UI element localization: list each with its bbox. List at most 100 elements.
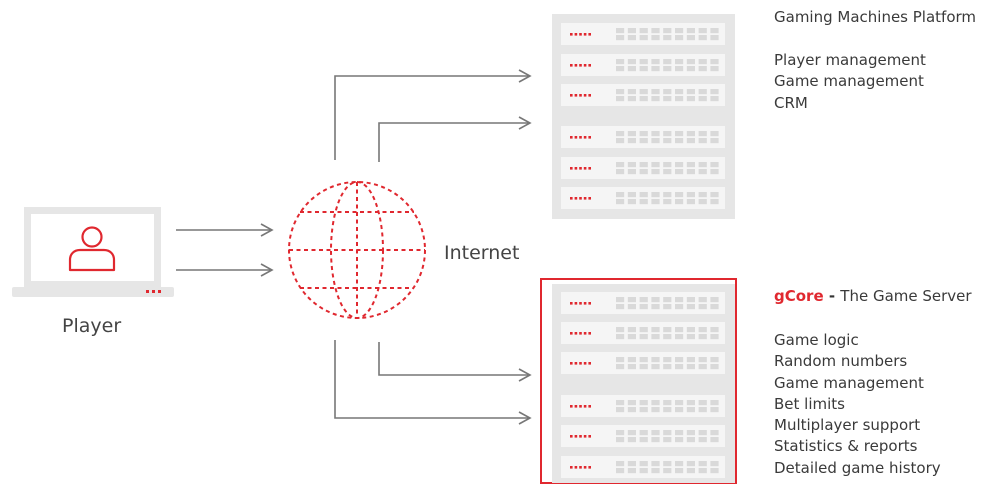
indicator-light bbox=[583, 466, 587, 469]
vent-slot bbox=[651, 169, 660, 175]
indicator-light bbox=[583, 64, 587, 67]
vent-slot bbox=[627, 400, 636, 406]
indicator-light bbox=[574, 466, 578, 469]
vent-slot bbox=[710, 357, 719, 363]
vent-slot bbox=[627, 304, 636, 310]
vent-slot bbox=[616, 400, 625, 406]
vent-slot bbox=[651, 162, 660, 168]
indicator-light bbox=[588, 33, 591, 36]
vent-slot bbox=[627, 28, 636, 34]
vent-slot bbox=[710, 131, 719, 137]
vent-slot bbox=[675, 66, 684, 72]
vent-slot bbox=[651, 304, 660, 310]
vent-slot bbox=[627, 437, 636, 443]
indicator-light bbox=[588, 64, 591, 67]
vent-slot bbox=[675, 59, 684, 65]
indicator-light bbox=[583, 302, 587, 305]
vent-slot bbox=[663, 468, 672, 474]
vent-slot bbox=[698, 400, 707, 406]
vent-slot bbox=[686, 468, 695, 474]
vent-slot bbox=[698, 407, 707, 413]
vent-slot bbox=[663, 66, 672, 72]
vent-slot bbox=[686, 162, 695, 168]
gcore-subtitle: The Game Server bbox=[840, 287, 972, 305]
vent-slot bbox=[675, 192, 684, 198]
indicator-light bbox=[570, 302, 573, 305]
vent-slot bbox=[616, 407, 625, 413]
vent-slot bbox=[663, 131, 672, 137]
vent-slot bbox=[710, 468, 719, 474]
vent-slot bbox=[627, 131, 636, 137]
vent-slot bbox=[675, 334, 684, 340]
vent-slot bbox=[710, 59, 719, 65]
vent-slot bbox=[616, 35, 625, 41]
indicator-light bbox=[579, 197, 582, 200]
indicator-light bbox=[588, 167, 591, 170]
indicator-light bbox=[570, 405, 573, 408]
gcore-server-unit bbox=[561, 292, 725, 314]
vent-slot bbox=[686, 192, 695, 198]
vent-slot bbox=[686, 304, 695, 310]
vent-slot bbox=[710, 364, 719, 370]
indicator-light bbox=[579, 466, 582, 469]
indicator-light bbox=[588, 94, 591, 97]
indicator-light bbox=[570, 136, 573, 139]
vent-slot bbox=[616, 169, 625, 175]
vent-slot bbox=[639, 437, 648, 443]
vent-slot bbox=[616, 162, 625, 168]
vent-slot bbox=[616, 430, 625, 436]
vent-slot bbox=[698, 66, 707, 72]
indicator-light bbox=[579, 362, 582, 365]
vent-slot bbox=[675, 327, 684, 333]
vent-slot bbox=[710, 327, 719, 333]
vent-slot bbox=[698, 59, 707, 65]
gcore-title-separator: - bbox=[823, 287, 841, 305]
vent-slot bbox=[639, 96, 648, 102]
vent-slot bbox=[639, 461, 648, 467]
vent-slot bbox=[651, 430, 660, 436]
vent-slot bbox=[710, 169, 719, 175]
vent-slot bbox=[675, 430, 684, 436]
vent-slot bbox=[627, 297, 636, 303]
vent-slot bbox=[651, 357, 660, 363]
vent-slot bbox=[698, 364, 707, 370]
vent-slot bbox=[651, 297, 660, 303]
vent-slot bbox=[710, 28, 719, 34]
vent-slot bbox=[616, 437, 625, 443]
indicator-light bbox=[570, 332, 573, 335]
vent-slot bbox=[663, 192, 672, 198]
vent-slot bbox=[627, 327, 636, 333]
vent-slot bbox=[710, 35, 719, 41]
laptop-indicator-dots bbox=[146, 290, 161, 293]
vent-slot bbox=[651, 89, 660, 95]
indicator-light bbox=[579, 332, 582, 335]
vent-slot bbox=[698, 192, 707, 198]
vent-slot bbox=[675, 131, 684, 137]
vent-slot bbox=[663, 35, 672, 41]
vent-slot bbox=[616, 461, 625, 467]
indicator-light bbox=[579, 33, 582, 36]
vent-slot bbox=[710, 192, 719, 198]
indicator-light bbox=[583, 197, 587, 200]
vent-slot bbox=[710, 461, 719, 467]
vent-slot bbox=[627, 192, 636, 198]
vent-slot bbox=[686, 169, 695, 175]
vent-slot bbox=[698, 297, 707, 303]
platform-server-unit bbox=[561, 54, 725, 76]
gcore-title: gCore - The Game Server bbox=[774, 287, 972, 305]
indicator-light bbox=[574, 197, 578, 200]
vent-slot bbox=[663, 28, 672, 34]
vent-slot bbox=[698, 131, 707, 137]
vent-slot bbox=[616, 364, 625, 370]
vent-slot bbox=[627, 199, 636, 205]
vent-slot bbox=[710, 138, 719, 144]
vent-slot bbox=[616, 59, 625, 65]
vent-slot bbox=[663, 96, 672, 102]
vent-slot bbox=[663, 199, 672, 205]
indicator-light bbox=[579, 94, 582, 97]
vent-slot bbox=[698, 461, 707, 467]
gcore-feature-item: Multiplayer support bbox=[774, 416, 921, 435]
vent-slot bbox=[663, 357, 672, 363]
vent-slot bbox=[686, 131, 695, 137]
platform-feature-list: Player management Game management CRM bbox=[774, 50, 926, 114]
